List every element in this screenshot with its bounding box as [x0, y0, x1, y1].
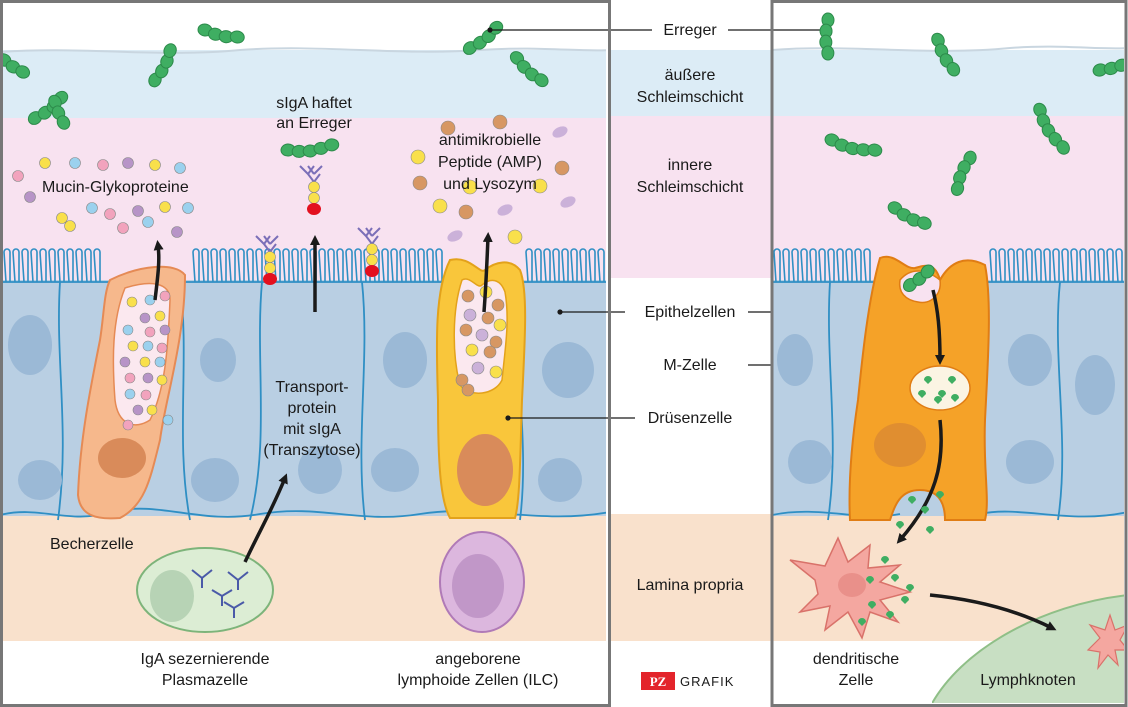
label-transport-2: protein: [288, 400, 337, 417]
lymph-node: [931, 594, 1124, 703]
pz-grafik-logo: PZ GRAFIK: [641, 672, 734, 690]
label-siga-haftet-2: an Erreger: [276, 115, 352, 132]
siga-at-surface-2: [357, 227, 381, 277]
label-dendritic-2: Zelle: [839, 672, 874, 689]
label-transport-4: (Transzytose): [263, 442, 360, 459]
siga-at-surface-1: [255, 235, 279, 285]
label-m-zelle: M-Zelle: [663, 357, 716, 374]
label-amp-3: und Lysozym: [443, 176, 537, 193]
left-panel: Mucin-Glykoproteine sIgA haftet an Erreg…: [3, 20, 606, 703]
mucus-surface-line: [3, 47, 606, 54]
mucin-glycoproteins: [12, 157, 194, 238]
siga-on-pathogen: [299, 165, 323, 215]
label-plasma-2: Plasmazelle: [162, 672, 248, 689]
gland-granules: [455, 285, 507, 397]
logo-brand: PZ: [650, 674, 667, 689]
label-innere-1: innere: [668, 157, 713, 174]
logo-text: GRAFIK: [680, 674, 734, 689]
ilc-cell: [439, 531, 525, 633]
dendritic-cell: [789, 536, 913, 640]
label-dendritic-1: dendritische: [813, 651, 899, 668]
middle-column: Erreger äußere Schleimschicht innere Sch…: [487, 22, 921, 690]
label-erreger: Erreger: [663, 22, 717, 39]
amp-lysozyme: [410, 114, 576, 245]
label-aeussere-1: äußere: [665, 67, 716, 84]
label-siga-haftet-1: sIgA haftet: [276, 95, 352, 112]
pathogens-left: [3, 20, 549, 158]
antigen-fragments: [858, 376, 959, 626]
gland-cell: [435, 258, 527, 519]
label-innere-2: Schleimschicht: [637, 179, 744, 196]
inner-mucus-layer: [3, 118, 606, 280]
m-cell: [848, 255, 990, 521]
label-transport-3: mit sIgA: [283, 421, 341, 438]
arrows-left: [153, 232, 493, 563]
label-becherzelle: Becherzelle: [50, 536, 134, 553]
arrows-right: [896, 289, 1057, 631]
outer-mucus-layer: [3, 50, 606, 120]
label-transport-1: Transport-: [275, 379, 348, 396]
label-aeussere-2: Schleimschicht: [637, 89, 744, 106]
plasma-cell: [136, 547, 274, 633]
label-epithelzellen: Epithelzellen: [645, 304, 736, 321]
pathogens-right: [819, 12, 1124, 293]
label-ilc-1: angeborene: [435, 651, 521, 668]
label-amp-1: antimikrobielle: [439, 132, 541, 149]
right-panel: dendritische Zelle Lymphknoten: [772, 12, 1124, 703]
label-ilc-2: lymphoide Zellen (ILC): [398, 672, 559, 689]
microvilli-right: [773, 248, 1123, 283]
epithelial-nuclei: [8, 315, 594, 502]
label-druesenzelle: Drüsenzelle: [648, 410, 733, 427]
label-mucin: Mucin-Glykoproteine: [42, 179, 189, 196]
label-band-left: [3, 641, 606, 703]
label-amp-2: Peptide (AMP): [438, 154, 542, 171]
label-lymphknoten: Lymphknoten: [980, 672, 1075, 689]
goblet-granules: [119, 290, 174, 431]
label-plasma-1: IgA sezernierende: [141, 651, 270, 668]
label-lamina-propria: Lamina propria: [637, 577, 744, 594]
